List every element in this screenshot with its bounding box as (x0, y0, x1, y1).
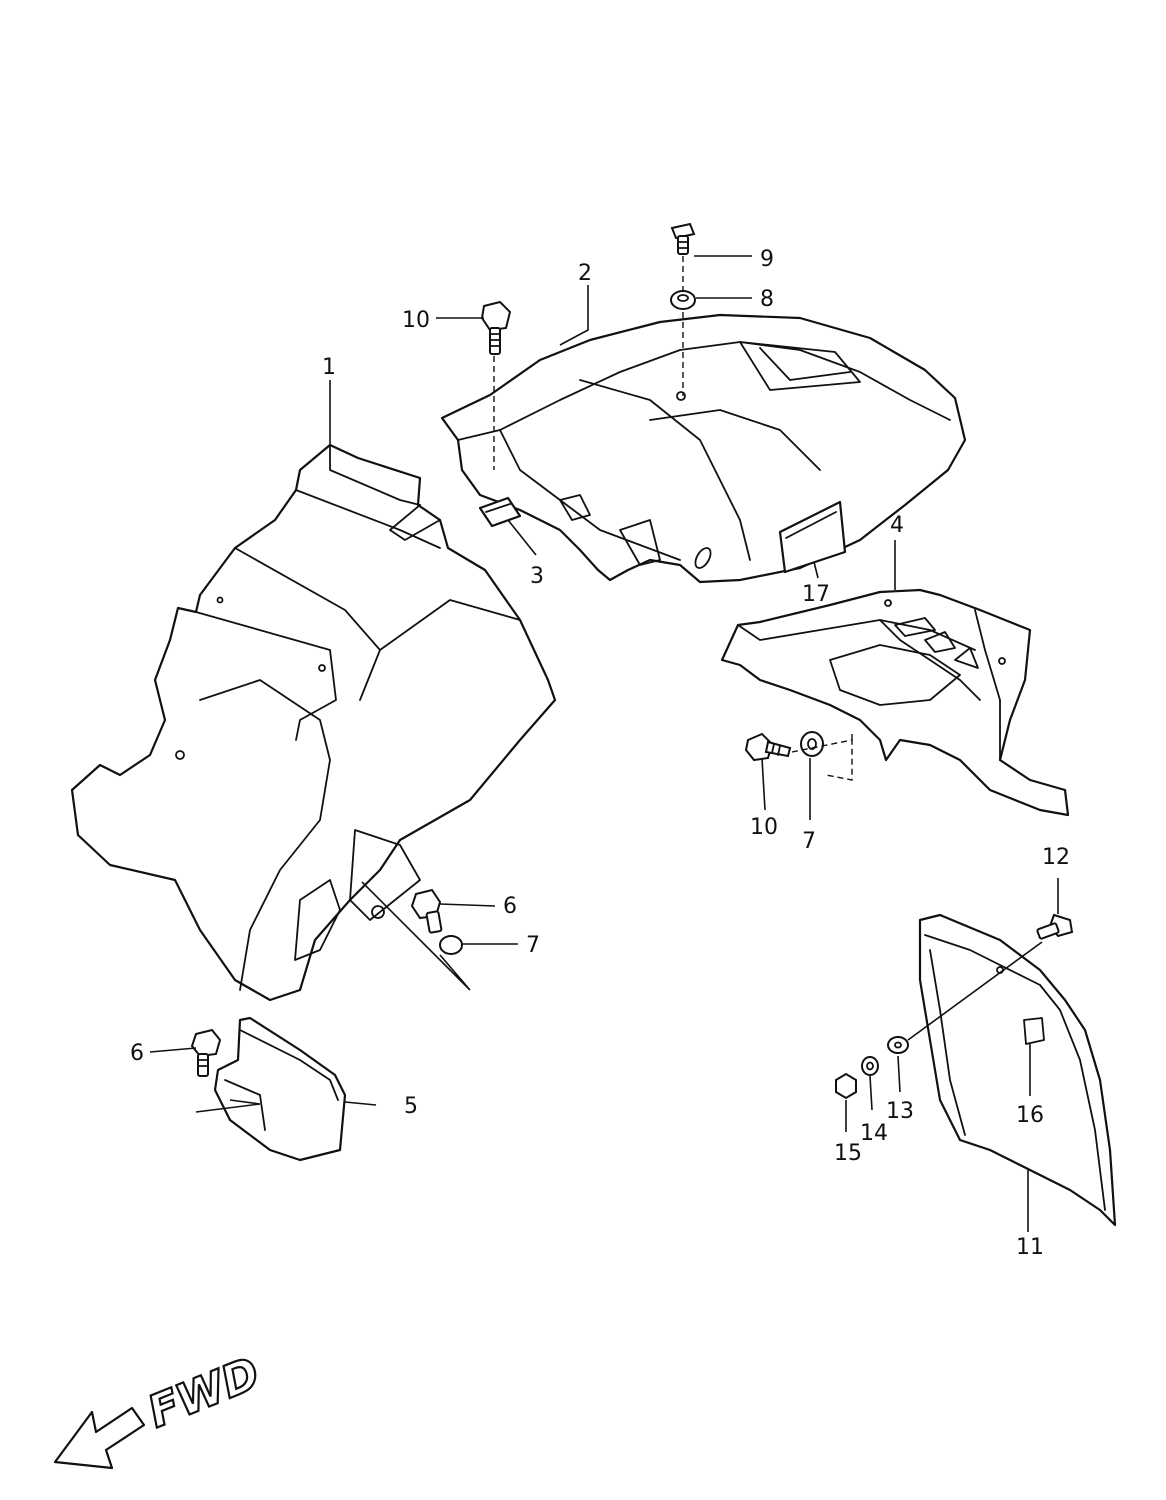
callout-2: 2 (578, 261, 592, 286)
callout-6-lower: 6 (130, 1041, 144, 1066)
callout-11: 11 (1016, 1235, 1044, 1260)
part-14-lock-washer (861, 1056, 879, 1076)
callout-leaders (149, 255, 1059, 1232)
callout-labels: 1 2 3 4 5 6 6 7 7 8 9 10 10 11 12 13 14 … (130, 247, 1070, 1260)
callout-10-top: 10 (402, 308, 430, 333)
part-3-clip (478, 496, 522, 528)
callout-1: 1 (322, 355, 336, 380)
callout-17: 17 (802, 582, 830, 607)
callout-13: 13 (886, 1099, 914, 1124)
part-6-bolt-lower (190, 1028, 222, 1077)
part-4-fender-bracket (720, 588, 1070, 817)
part-8-grommet (670, 290, 696, 310)
part-7-nut-lower (800, 731, 824, 757)
part-11-mud-flap (918, 913, 1117, 1227)
part-10-bolt-lower (744, 732, 792, 762)
part-17-reflector (778, 500, 847, 574)
callout-12: 12 (1042, 845, 1070, 870)
callout-4: 4 (890, 513, 904, 538)
callout-14: 14 (860, 1121, 888, 1146)
part-13-washer (887, 1036, 909, 1054)
part-5-lower-cover (213, 1016, 347, 1162)
part-6-bolt-middle (410, 888, 443, 934)
part-1-inner-fender (70, 443, 557, 1002)
fwd-label: FWD (141, 1348, 267, 1438)
callout-10-lower: 10 (750, 815, 778, 840)
callout-5: 5 (404, 1094, 418, 1119)
part-15-nut (835, 1072, 857, 1100)
callout-16: 16 (1016, 1103, 1044, 1128)
callout-3: 3 (530, 564, 544, 589)
callout-9: 9 (760, 247, 774, 272)
part-12-screw (1036, 913, 1074, 940)
callout-6-middle: 6 (503, 894, 517, 919)
fwd-indicator: FWD (53, 1347, 268, 1470)
assembly-lines (195, 256, 1043, 1113)
part-9-screw (670, 222, 696, 255)
callout-15: 15 (834, 1141, 862, 1166)
callout-7-middle: 7 (526, 933, 540, 958)
part-10-bolt-top (480, 300, 512, 355)
callout-7-lower: 7 (802, 829, 816, 854)
callout-8: 8 (760, 287, 774, 312)
part-2-rear-fender (440, 313, 967, 584)
part-7-washer-middle (439, 935, 463, 955)
forward-arrow-icon (53, 1406, 146, 1470)
